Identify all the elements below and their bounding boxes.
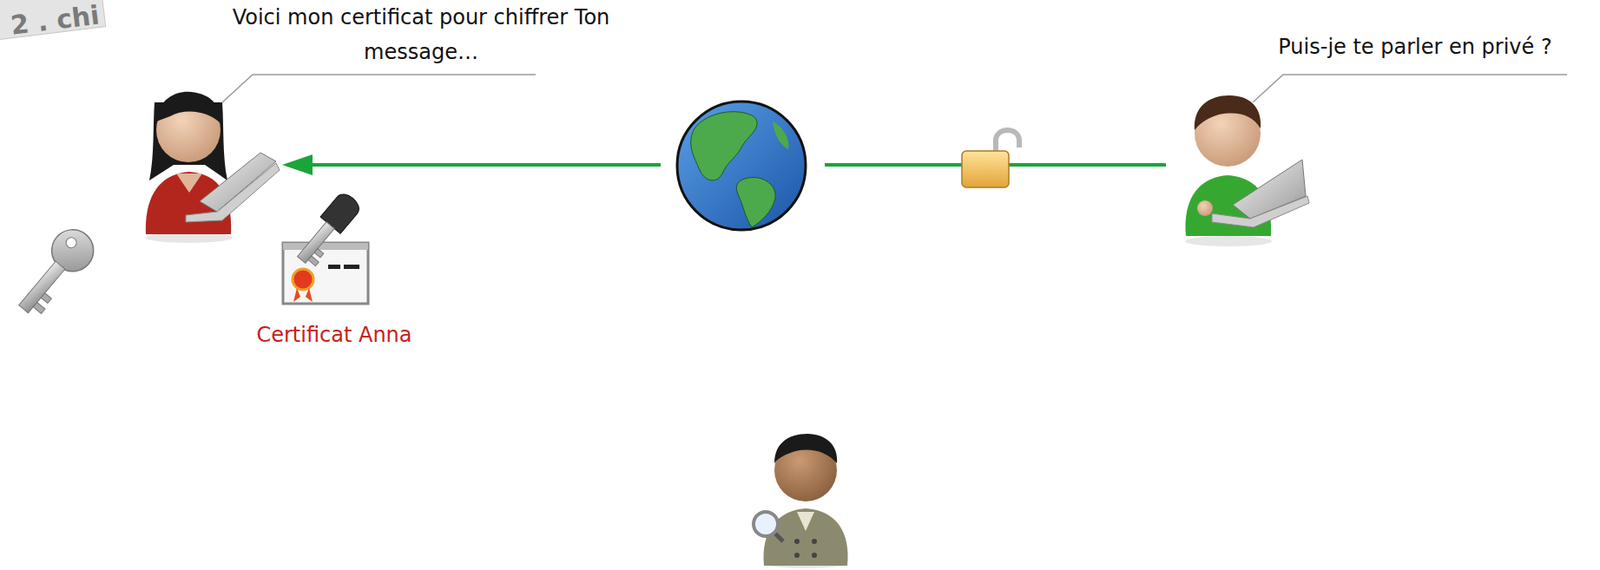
person-anna [145,92,280,244]
connection-line [303,163,661,167]
speech-leader [222,74,536,103]
open-padlock [961,130,1020,188]
section-title: 2 . chi [8,0,102,44]
arrow-head [282,154,313,176]
speech-leader [1252,74,1568,103]
person-bob [1185,95,1310,247]
person-eavesdropper [753,434,849,569]
speech-text: Voici mon certificat pour chiffrer Ton m… [208,0,634,70]
certificate-label: Certificat Anna [256,317,412,353]
speech-text: Puis-je te parler en privé ? [1277,29,1552,65]
title-tag [0,0,106,43]
certificate [283,190,369,304]
globe [677,101,806,231]
private-key [7,221,103,323]
